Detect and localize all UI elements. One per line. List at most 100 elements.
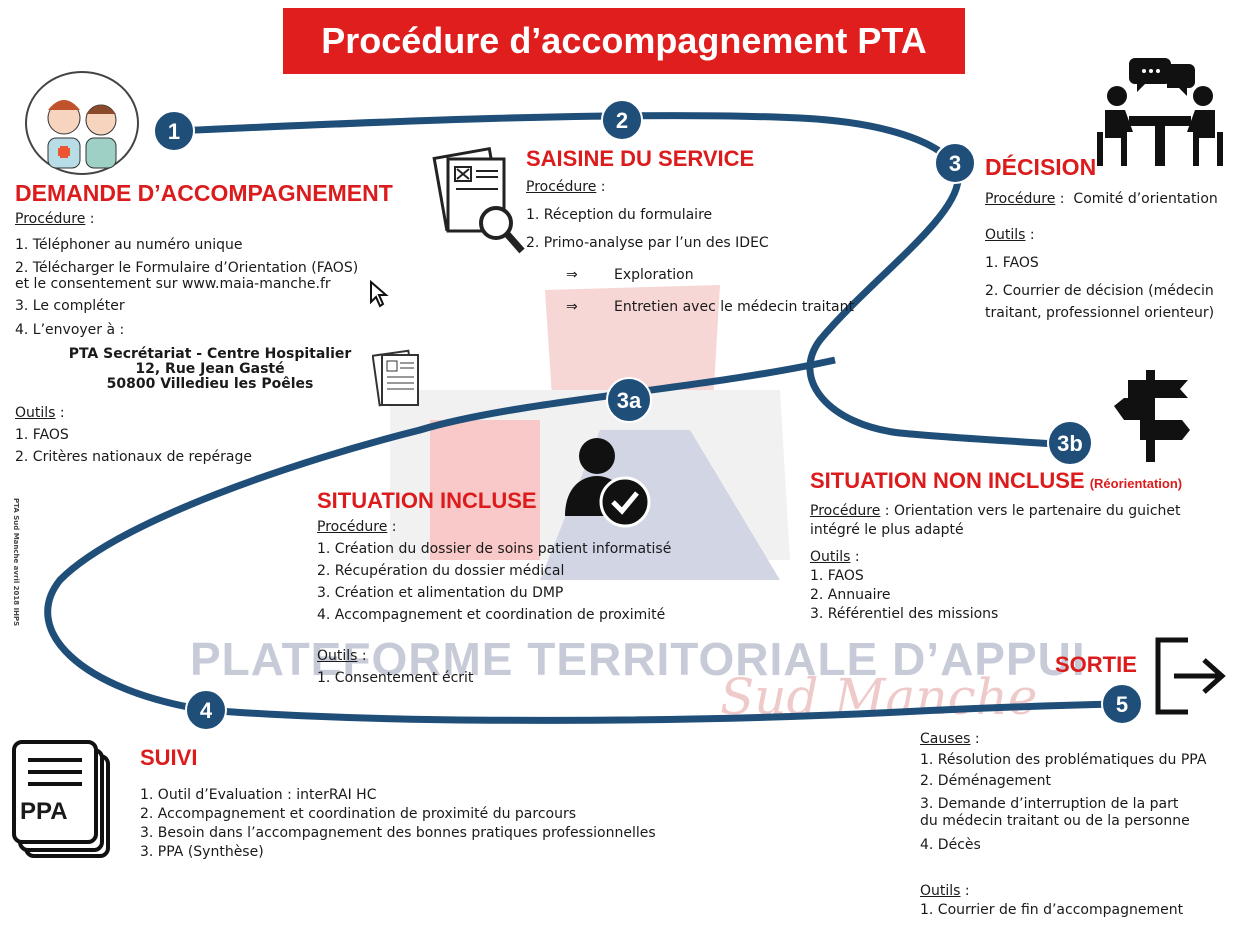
suivi-item: 3. Besoin dans l’accompagnement des bonn…: [140, 825, 656, 841]
step-1-label: 1: [168, 119, 180, 144]
non-incluse-outil: 3. Référentiel des missions: [810, 606, 999, 622]
non-incluse-outil: 1. FAOS: [810, 568, 864, 584]
document-stack-icon: [372, 349, 419, 407]
demande-item: 2. Télécharger le Formulaire d’Orientati…: [15, 260, 359, 276]
suivi-item: 1. Outil d’Evaluation : interRAI HC: [140, 787, 377, 803]
suivi-item: 2. Accompagnement et coordination de pro…: [140, 806, 577, 822]
step-3-circle: [934, 142, 976, 184]
step-3-label: 3: [949, 151, 961, 176]
side-note: PTA Sud Manche avril 2018 IHPS: [12, 498, 20, 627]
incluse-outils-block: Outils : 1. Consentement écrit: [317, 645, 473, 689]
signpost-icon: [1114, 370, 1190, 462]
sortie-outil: 1. Courrier de fin d’accompagnement: [920, 902, 1184, 918]
saisine-subitem: Entretien avec le médecin traitant: [614, 299, 854, 315]
step-5-label: 5: [1116, 692, 1128, 717]
demande-block: Procédure : 1. Téléphoner au numéro uniq…: [15, 208, 400, 341]
address-line: 12, Rue Jean Gasté: [135, 361, 285, 377]
suivi-heading: SUIVI: [140, 745, 198, 770]
incluse-procedure-label: Procédure: [317, 519, 388, 535]
demande-heading: DEMANDE D’ACCOMPAGNEMENT: [15, 180, 393, 206]
sortie-heading: SORTIE: [1055, 652, 1137, 677]
arrow-icon: ⇒: [566, 267, 578, 283]
incluse-item: 2. Récupération du dossier médical: [317, 563, 565, 579]
user-check-icon: [565, 438, 651, 528]
sortie-cause: 3. Demande d’interruption de la part: [920, 796, 1179, 812]
incluse-item: 3. Création et alimentation du DMP: [317, 585, 564, 601]
step-1-circle: [153, 110, 195, 152]
saisine-item: 2. Primo-analyse par l’un des IDEC: [526, 235, 769, 251]
step-4-label: 4: [200, 698, 213, 723]
suivi-item: 3. PPA (Synthèse): [140, 844, 264, 860]
sortie-causes-label: Causes: [920, 731, 971, 747]
exit-door-icon: [1155, 637, 1226, 715]
decision-procedure-text: Comité d’orientation: [1073, 191, 1218, 207]
demande-outils-label: Outils: [15, 405, 56, 421]
non-incluse-procedure-text2: intégré le plus adapté: [810, 522, 964, 538]
demande-outil: 1. FAOS: [15, 427, 69, 443]
doctors-avatar-icon: [25, 71, 139, 175]
decision-outils-label: Outils: [985, 227, 1026, 243]
page-title: Procédure d’accompagnement PTA: [283, 8, 965, 74]
incluse-item: 4. Accompagnement et coordination de pro…: [317, 607, 666, 623]
non-incluse-heading-row: SITUATION NON INCLUSE (Réorientation): [810, 468, 1182, 494]
sortie-cause: 1. Résolution des problématiques du PPA: [920, 752, 1207, 768]
saisine-heading: SAISINE DU SERVICE: [526, 146, 755, 171]
step-3a-label: 3a: [617, 388, 642, 413]
non-incluse-heading: SITUATION NON INCLUSE: [810, 468, 1085, 493]
non-incluse-outils-label: Outils: [810, 549, 851, 565]
demande-outils-block: Outils : 1. FAOS 2. Critères nationaux d…: [15, 402, 252, 468]
incluse-block: Procédure : 1. Création du dossier de so…: [317, 516, 737, 626]
demande-address: PTA Secrétariat - Centre Hospitalier 12,…: [60, 347, 360, 392]
decision-heading: DÉCISION: [985, 154, 1097, 180]
ppa-document-label: PPA: [20, 798, 68, 825]
step-2-label: 2: [616, 108, 628, 133]
step-3b-circle: [1047, 420, 1093, 466]
address-line: PTA Secrétariat - Centre Hospitalier: [68, 346, 352, 362]
sortie-cause: du médecin traitant ou de la personne: [920, 813, 1190, 829]
saisine-subitem: Exploration: [614, 267, 694, 283]
step-5-circle: [1101, 683, 1143, 725]
demande-item: 1. Téléphoner au numéro unique: [15, 237, 243, 253]
demande-item: 3. Le compléter: [15, 298, 125, 314]
mouse-cursor-icon: [370, 280, 389, 308]
incluse-item: 1. Création du dossier de soins patient …: [317, 541, 672, 557]
decision-block: Procédure : Comité d’orientation Outils …: [985, 188, 1250, 324]
demande-procedure-label: Procédure: [15, 211, 86, 227]
saisine-procedure-label: Procédure: [526, 179, 597, 195]
decision-outil: 2. Courrier de décision (médecin: [985, 283, 1214, 299]
suivi-block: 1. Outil d’Evaluation : interRAI HC 2. A…: [140, 786, 760, 862]
meeting-table-icon: [1097, 58, 1223, 166]
sortie-block: Causes : 1. Résolution des problématique…: [920, 730, 1250, 855]
demande-outil: 2. Critères nationaux de repérage: [15, 449, 252, 465]
saisine-item: 1. Réception du formulaire: [526, 207, 713, 223]
incluse-outils-label: Outils: [317, 648, 358, 664]
demande-item: et le consentement sur www.maia-manche.f…: [15, 276, 331, 292]
arrow-icon: ⇒: [566, 299, 578, 315]
step-2-circle: [601, 99, 643, 141]
sortie-outils-block: Outils : 1. Courrier de fin d’accompagne…: [920, 883, 1184, 918]
non-incluse-heading-suffix: (Réorientation): [1089, 476, 1183, 491]
step-3a-circle: [606, 377, 652, 423]
saisine-block: Procédure : 1. Réception du formulaire 2…: [526, 176, 906, 318]
watermark-platform-text: PLATEFORME TERRITORIALE D’APPUI: [190, 633, 1086, 685]
incluse-outil: 1. Consentement écrit: [317, 670, 474, 686]
sortie-cause: 2. Déménagement: [920, 773, 1052, 789]
sortie-outils-label: Outils: [920, 883, 961, 899]
address-line: 50800 Villedieu les Poêles: [106, 376, 314, 392]
non-incluse-block: Procédure : Orientation vers le partenai…: [810, 502, 1250, 624]
demande-item: 4. L’envoyer à :: [15, 322, 125, 338]
decision-outil: traitant, professionnel orienteur): [985, 305, 1215, 321]
non-incluse-procedure-label: Procédure: [810, 503, 881, 519]
decision-procedure-label: Procédure: [985, 191, 1056, 207]
incluse-heading: SITUATION INCLUSE: [317, 488, 537, 513]
step-4-circle: [185, 689, 227, 731]
ppa-document-icon: [12, 740, 110, 858]
non-incluse-outil: 2. Annuaire: [810, 587, 891, 603]
non-incluse-procedure-text: Orientation vers le partenaire du guiche…: [893, 503, 1181, 519]
sortie-cause: 4. Décès: [920, 837, 981, 853]
step-3b-label: 3b: [1057, 431, 1083, 456]
form-magnifier-icon: [432, 146, 525, 254]
